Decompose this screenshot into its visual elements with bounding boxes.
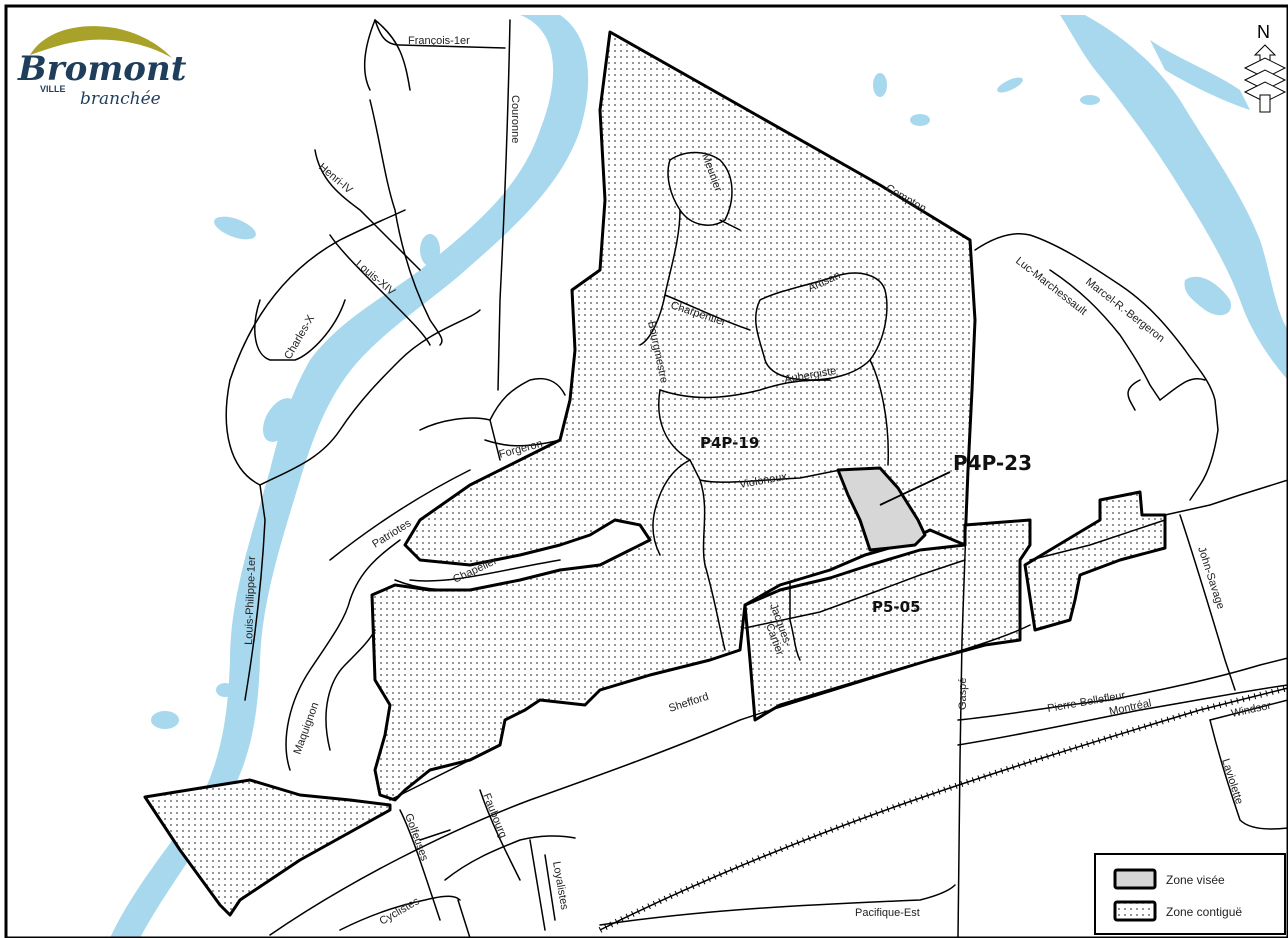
north-arrow-icon: N: [1243, 22, 1287, 113]
railway: [598, 685, 1288, 933]
street-network: [225, 19, 1288, 938]
logo-tagline: branchée: [80, 89, 161, 109]
zone-east: [1023, 490, 1167, 632]
logo-swoosh: [30, 26, 172, 58]
map-legend: Zone visée Zone contiguë: [1094, 853, 1286, 935]
street-label: Gaspé: [957, 678, 969, 710]
bromont-logo: Bromont VILLE branchée: [17, 26, 187, 109]
pond: [214, 216, 256, 240]
legend-swatch-contiguous: [1113, 900, 1157, 922]
main-river: [110, 15, 589, 938]
zone-p4p-23: [836, 466, 927, 552]
logo-ville: VILLE: [40, 84, 66, 94]
north-label: N: [1257, 22, 1270, 42]
leader-line: [879, 471, 951, 506]
street-label: François-1er: [408, 35, 470, 47]
zone-label-p4p-19: P4P-19: [700, 434, 759, 452]
east-river: [1060, 15, 1288, 380]
zone-p4p-19: [370, 30, 977, 802]
street-label: Pacifique-Est: [855, 907, 920, 919]
zone-label-p5-05: P5-05: [872, 598, 921, 616]
legend-label-contiguous: Zone contiguë: [1166, 905, 1242, 919]
map-frame: [4, 4, 1288, 938]
legend-swatch-target: [1113, 868, 1157, 890]
zone-label-p4p-23: P4P-23: [953, 451, 1032, 475]
east-river-branch: [1150, 40, 1250, 110]
contiguous-zones: [143, 30, 1167, 917]
zone-southwest: [143, 778, 392, 917]
logo-name: Bromont: [17, 49, 187, 89]
street-label: Louis-Philippe-1er: [243, 556, 258, 645]
legend-label-target: Zone visée: [1166, 873, 1225, 887]
zone-p5-05: [743, 518, 1032, 722]
street-label: Couronne: [509, 95, 521, 143]
